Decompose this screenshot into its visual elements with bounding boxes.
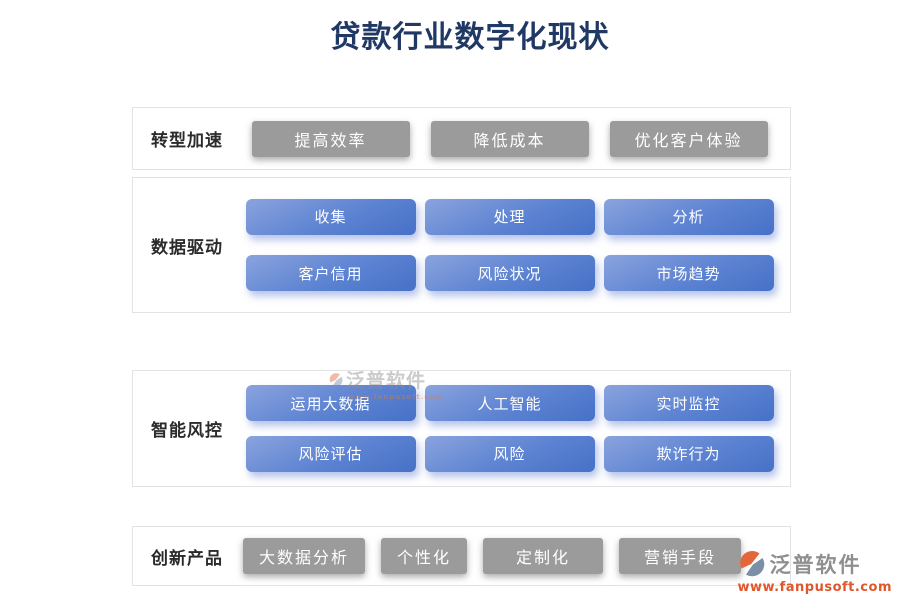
node-big-data-analysis: 大数据分析 [243, 538, 365, 574]
node-customization: 定制化 [483, 538, 603, 574]
section-innovation: 创新产品 大数据分析 个性化 定制化 营销手段 [132, 526, 791, 586]
section-transformation-label: 转型加速 [151, 131, 223, 151]
node-improve-efficiency: 提高效率 [251, 120, 410, 157]
section-risk-control-label: 智能风控 [151, 421, 223, 441]
section-data-driven-body: 收集 处理 分析 客户信用 风险状况 市场趋势 [241, 178, 790, 312]
brand-name: 泛普软件 [769, 553, 862, 577]
node-artificial-intelligence: 人工智能 [424, 385, 595, 422]
node-marketing-methods: 营销手段 [619, 538, 741, 574]
fanpu-logo-icon [737, 549, 767, 579]
node-risk: 风险 [424, 435, 595, 472]
section-risk-control-body: 运用大数据 人工智能 实时监控 风险评估 风险 欺诈行为 [241, 371, 790, 486]
node-customer-credit: 客户信用 [245, 255, 416, 292]
node-risk-status: 风险状况 [424, 255, 595, 292]
section-transformation: 转型加速 提高效率 降低成本 优化客户体验 [132, 107, 791, 170]
section-data-driven: 数据驱动 收集 处理 分析 客户信用 风险状况 市场趋势 [132, 177, 791, 313]
node-realtime-monitoring: 实时监控 [603, 385, 774, 422]
section-transformation-body: 提高效率 降低成本 优化客户体验 [241, 108, 790, 169]
node-personalization: 个性化 [381, 538, 467, 574]
brand-corner: 泛普软件 www.fanpusoft.com [737, 549, 892, 595]
section-data-driven-label: 数据驱动 [151, 237, 223, 258]
node-market-trend: 市场趋势 [603, 255, 774, 292]
node-use-big-data: 运用大数据 [245, 385, 416, 422]
section-innovation-body: 大数据分析 个性化 定制化 营销手段 [241, 527, 790, 585]
section-risk-control: 智能风控 运用大数据 人工智能 实时监控 风险评估 风险 欺诈行为 [132, 370, 791, 487]
node-reduce-cost: 降低成本 [430, 120, 589, 157]
brand-url: www.fanpusoft.com [737, 580, 892, 595]
node-risk-assessment: 风险评估 [245, 435, 416, 472]
page-title: 贷款行业数字化现状 [330, 20, 610, 55]
node-fraud-behavior: 欺诈行为 [603, 435, 774, 472]
section-innovation-label: 创新产品 [151, 548, 223, 569]
node-collect: 收集 [245, 198, 416, 235]
node-optimize-customer-experience: 优化客户体验 [609, 120, 768, 157]
node-analyze: 分析 [603, 198, 774, 235]
node-process: 处理 [424, 198, 595, 235]
